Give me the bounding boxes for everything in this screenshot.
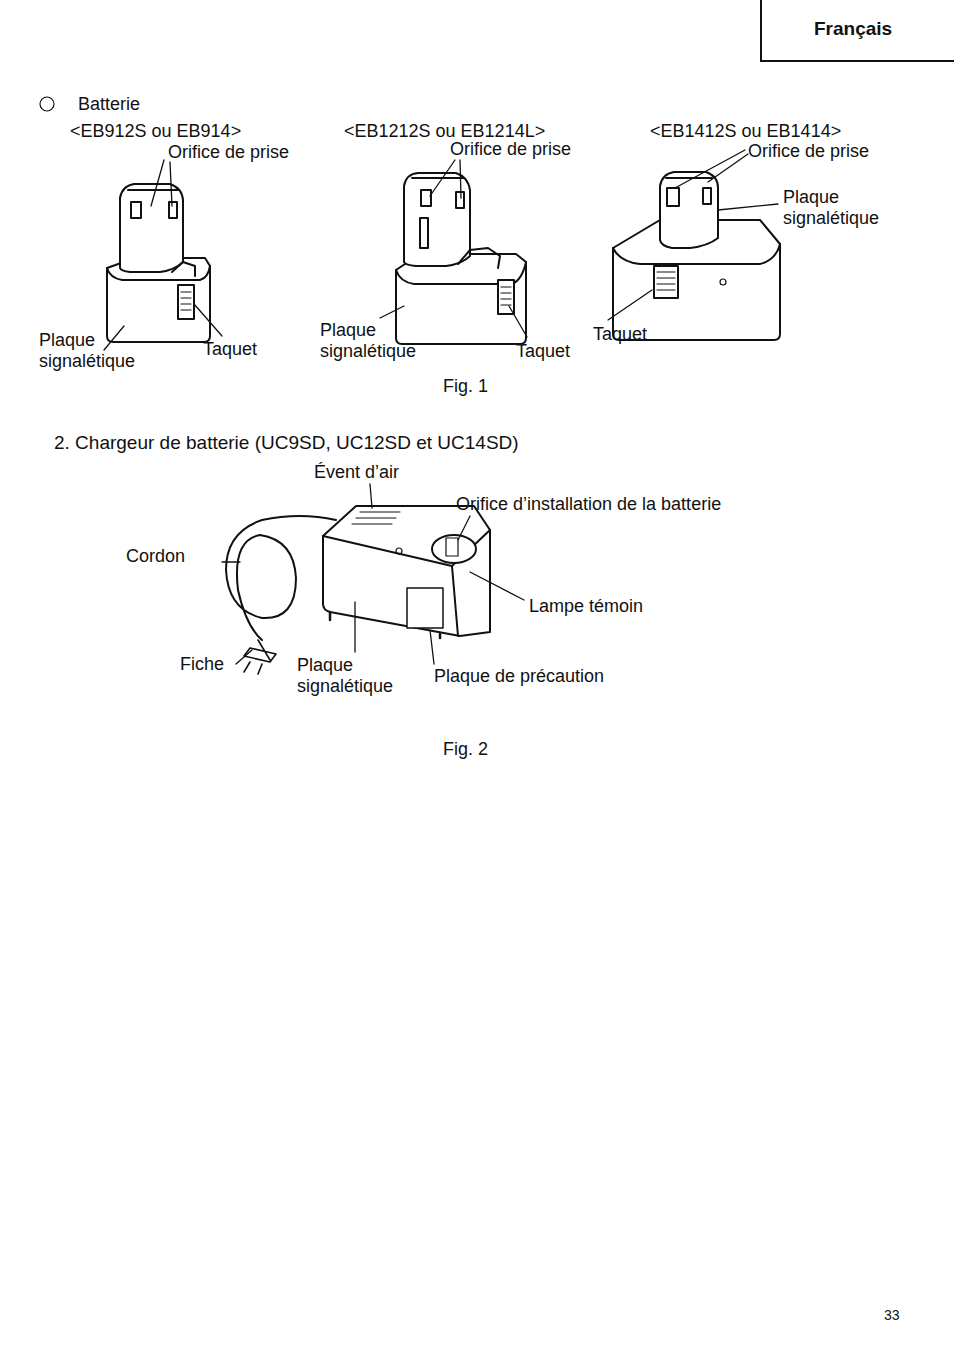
model-label: <EB1412S ou EB1414>: [650, 121, 841, 142]
part-label: Orifice de prise: [450, 139, 571, 160]
section-label: Batterie: [78, 94, 140, 115]
part-label: Taquet: [516, 341, 570, 362]
battery-eb1412s: [613, 172, 780, 340]
part-label: Taquet: [203, 339, 257, 360]
bullet-circle: [40, 97, 54, 111]
model-label: <EB912S ou EB914>: [70, 121, 241, 142]
model-label: <EB1212S ou EB1214L>: [344, 121, 545, 142]
language-label: Français: [814, 18, 892, 40]
section-heading: 2. Chargeur de batterie (UC9SD, UC12SD e…: [54, 432, 519, 453]
page-number: 33: [884, 1305, 900, 1326]
part-label: Orifice de prise: [748, 141, 869, 162]
part-label: Fiche: [180, 654, 224, 675]
part-label: Plaque signalétique: [39, 330, 167, 372]
battery-eb1212s: [396, 173, 526, 344]
part-label: Cordon: [126, 546, 185, 567]
part-label: Orifice d’installation de la batterie: [456, 494, 721, 515]
figure-caption: Fig. 2: [443, 739, 488, 760]
figure-caption: Fig. 1: [443, 376, 488, 397]
leader-line: [104, 150, 778, 664]
language-tab: Français: [760, 0, 954, 62]
part-label: Plaque signalétique: [297, 655, 425, 697]
part-label: Taquet: [593, 324, 647, 345]
part-label: Orifice de prise: [168, 142, 289, 163]
battery-charger: [226, 506, 490, 674]
battery-eb912s: [107, 184, 210, 342]
part-label: Plaque signalétique: [783, 187, 911, 229]
part-label: Lampe témoin: [529, 596, 643, 617]
part-label: Évent d’air: [314, 462, 399, 483]
part-label: Plaque de précaution: [434, 666, 604, 687]
part-label: Plaque signalétique: [320, 320, 448, 362]
